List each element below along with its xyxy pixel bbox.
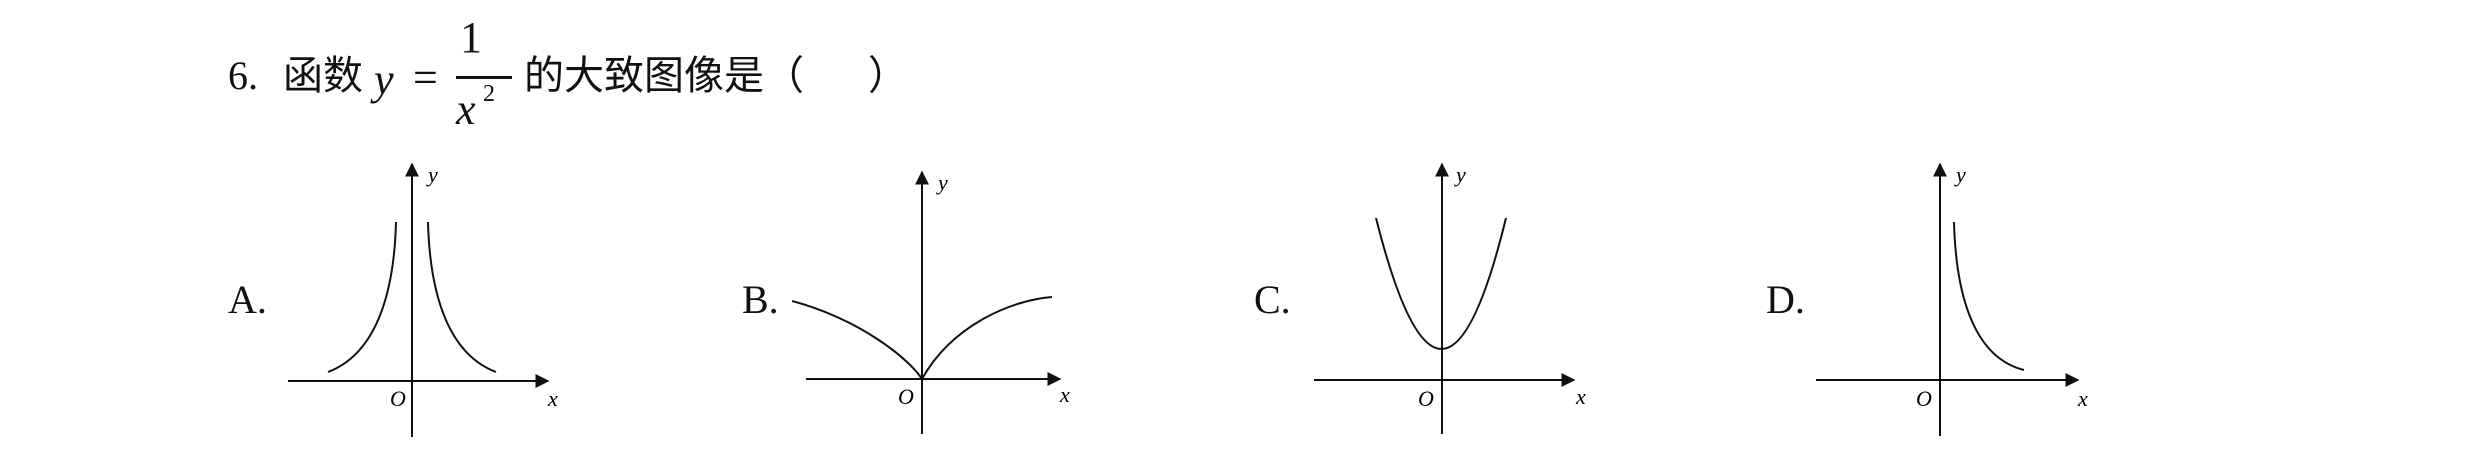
option-c-label: C.: [1254, 277, 1291, 322]
x-axis-label: x: [2077, 386, 2088, 411]
curve-left-branch: [327, 221, 397, 373]
question-prefix: 函数: [283, 53, 363, 98]
fraction-bar: [456, 76, 512, 79]
y-axis-label: y: [1954, 162, 1966, 187]
answer-blank-close: ）: [868, 53, 908, 98]
fraction-numerator: 1: [460, 13, 482, 62]
fraction-denominator-exponent: 2: [483, 81, 495, 107]
origin-label: O: [390, 386, 406, 411]
y-variable: y: [374, 55, 394, 104]
curve-branch: [1953, 221, 2025, 371]
y-axis-label: y: [426, 162, 438, 187]
curve-right-branch: [921, 296, 1053, 380]
question-number: 6.: [228, 53, 258, 98]
parabola-curve: [1375, 217, 1507, 350]
y-axis-label: y: [936, 170, 948, 195]
curve-right-branch: [427, 221, 497, 373]
origin-label: O: [1916, 386, 1932, 411]
equals-sign: =: [413, 53, 438, 102]
origin-label: O: [898, 384, 914, 409]
option-b-label: B.: [742, 277, 779, 322]
question-stem: 6. 函数 y = 1 x 2 的大致图像是（ ）: [228, 16, 1428, 140]
option-d-label: D.: [1766, 277, 1805, 322]
option-a-label: A.: [228, 277, 267, 322]
curve-left-branch: [792, 300, 923, 380]
x-axis-label: x: [547, 386, 558, 411]
y-axis-label: y: [1454, 162, 1466, 187]
option-a-graph: y x O: [288, 162, 558, 437]
fraction-denominator-var: x: [456, 85, 476, 134]
option-d-graph: y x O: [1816, 162, 2088, 436]
option-c-graph: y x O: [1314, 162, 1586, 434]
option-b-graph: y x O: [792, 170, 1070, 434]
origin-label: O: [1418, 386, 1434, 411]
question-suffix: 的大致图像是（: [524, 53, 804, 98]
x-axis-label: x: [1059, 382, 1070, 407]
x-axis-label: x: [1575, 384, 1586, 409]
